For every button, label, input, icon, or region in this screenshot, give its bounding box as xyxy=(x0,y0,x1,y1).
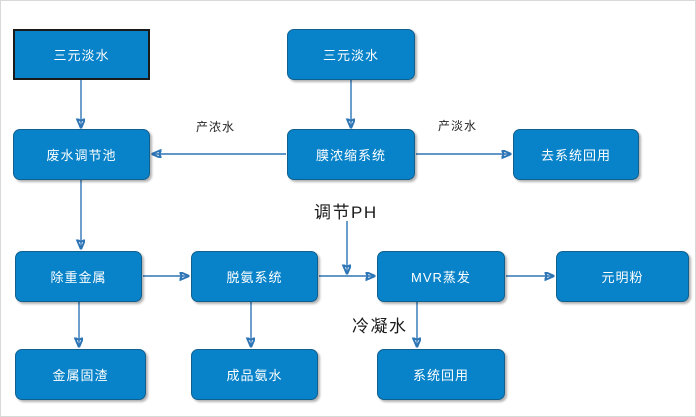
node-label: 废水调节池 xyxy=(46,148,117,163)
node-label: 膜浓缩系统 xyxy=(315,148,386,163)
edge-label-lengningshui[interactable]: 冷凝水 xyxy=(352,317,408,336)
node-label: 三元淡水 xyxy=(322,48,379,63)
node-mvr-zhengfa[interactable]: MVR蒸发 xyxy=(377,251,505,302)
edge-label-tiaojie-ph[interactable]: 调节PH xyxy=(314,203,378,222)
node-label: 三元淡水 xyxy=(53,48,110,63)
node-label: 金属固渣 xyxy=(52,368,109,383)
edge-label-chan-danshui[interactable]: 产淡水 xyxy=(438,119,478,133)
node-label: MVR蒸发 xyxy=(411,270,471,285)
node-jinshu-guzha[interactable]: 金属固渣 xyxy=(15,349,146,400)
node-sanyuan-danshui-left[interactable]: 三元淡水 xyxy=(13,29,150,80)
node-yuanmingfen[interactable]: 元明粉 xyxy=(556,251,689,302)
node-xitong-huiyong[interactable]: 系统回用 xyxy=(377,349,505,400)
node-feishui-tiaojiechi[interactable]: 废水调节池 xyxy=(13,129,150,180)
node-label: 元明粉 xyxy=(601,270,644,285)
node-sanyuan-danshui-right[interactable]: 三元淡水 xyxy=(287,29,415,80)
node-tuoan-xitong[interactable]: 脱氨系统 xyxy=(191,251,318,302)
node-mo-nongsuo-xitong[interactable]: 膜浓缩系统 xyxy=(287,129,415,180)
node-label: 除重金属 xyxy=(50,270,107,285)
node-label: 成品氨水 xyxy=(226,368,283,383)
node-label: 脱氨系统 xyxy=(226,270,283,285)
node-chengpin-anshui[interactable]: 成品氨水 xyxy=(191,349,318,400)
node-label: 系统回用 xyxy=(412,368,469,383)
node-label: 去系统回用 xyxy=(540,148,611,163)
node-chu-zhongjinshu[interactable]: 除重金属 xyxy=(15,251,142,302)
edge-label-chan-nongshui[interactable]: 产浓水 xyxy=(196,120,236,134)
node-qu-xitong-huiyong[interactable]: 去系统回用 xyxy=(513,129,639,180)
